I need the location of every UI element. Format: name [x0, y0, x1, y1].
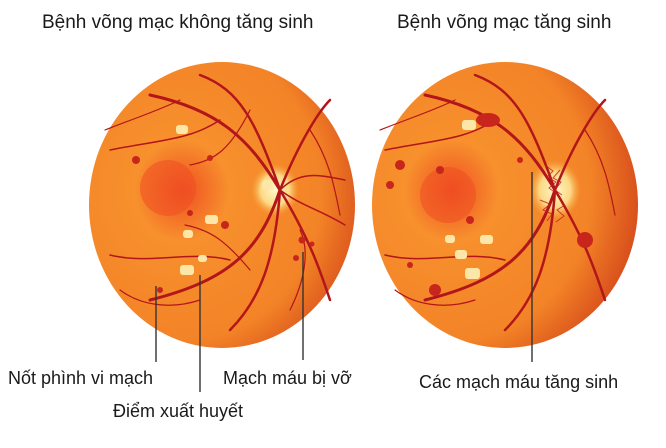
- right-panel-title: Bệnh võng mạc tăng sinh: [397, 12, 611, 34]
- left-retina: [89, 62, 355, 348]
- microaneurysm-label: Nốt phình vi mạch: [8, 368, 153, 389]
- right-retina: [372, 62, 638, 348]
- hemorrhage-label: Điểm xuất huyết: [113, 401, 243, 422]
- ruptured-vessel-label: Mạch máu bị vỡ: [223, 368, 352, 389]
- neovascularization-label: Các mạch máu tăng sinh: [419, 372, 618, 393]
- left-panel-title: Bệnh võng mạc không tăng sinh: [42, 12, 313, 34]
